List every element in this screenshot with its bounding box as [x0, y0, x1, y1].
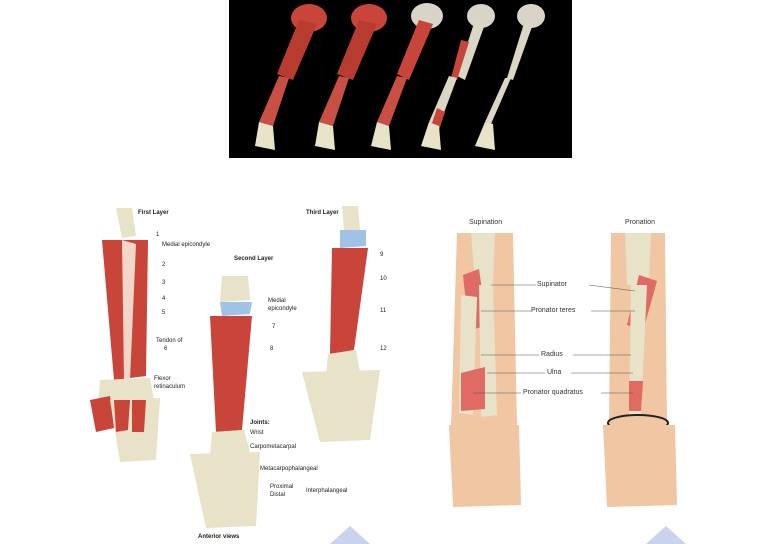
label-pronator-quadratus: Pronator quadratus [523, 389, 583, 396]
third-label-9: 9 [380, 252, 383, 259]
forearm-layers-graphic [70, 200, 403, 544]
first-label-5: 5 [162, 310, 165, 317]
third-label-12: 12 [380, 346, 387, 353]
watermark-triangle-left [330, 526, 390, 544]
third-label-10: 10 [380, 276, 387, 283]
supination-title: Supination [469, 219, 502, 226]
first-label-6: 6 [164, 346, 167, 353]
watermark-triangle-right [646, 526, 706, 544]
pronation-arm [603, 233, 677, 507]
second-label-wrist: Wrist [250, 430, 264, 437]
second-label-proximal: Proximal [270, 484, 293, 491]
anterior-views-caption: Anterior views [198, 534, 239, 541]
arm-muscles-graphic [229, 0, 572, 158]
supination-arm [449, 233, 521, 507]
third-layer-title: Third Layer [306, 210, 339, 217]
label-pronator-teres: Pronator teres [531, 307, 575, 314]
arm-1 [255, 4, 327, 150]
first-label-4: 4 [162, 296, 165, 303]
first-label-flexor: Flexor [154, 376, 171, 383]
first-layer-title: First Layer [138, 210, 169, 217]
second-label-medial: Medial [268, 298, 286, 305]
pronation-title: Pronation [625, 219, 655, 226]
label-ulna: Ulna [547, 369, 561, 376]
arm-muscles-illustration [229, 0, 572, 158]
second-layer-arm [190, 276, 260, 528]
second-label-carpometacarpal: Carpometacarpal [250, 444, 296, 451]
first-label-medial-epicondyle: Medial epicondyle [162, 242, 210, 249]
first-layer-arm [90, 208, 160, 462]
second-label-7: 7 [272, 324, 275, 331]
second-label-interphalangeal: Interphalangeal [306, 488, 347, 495]
label-radius: Radius [541, 351, 563, 358]
first-label-retinaculum: retinaculum [154, 384, 185, 391]
first-label-2: 2 [162, 262, 165, 269]
supination-pronation-figure: Supination Pronation Supinator Pronator … [421, 205, 705, 527]
second-label-8: 8 [270, 346, 273, 353]
first-label-tendon-of: Tendon of [156, 338, 182, 345]
third-label-11: 11 [380, 308, 386, 315]
second-label-joints: Joints: [250, 420, 270, 427]
second-label-epicondyle: epicondyle [268, 306, 297, 313]
second-layer-title: Second Layer [234, 256, 273, 263]
first-label-1: 1 [156, 232, 159, 239]
first-label-3: 3 [162, 280, 165, 287]
second-label-metacarpophalangeal: Metacarpophalangeal [260, 466, 318, 473]
third-layer-arm [302, 206, 380, 442]
supination-pronation-graphic [421, 205, 705, 527]
forearm-layers-figure: First Layer 1 Medial epicondyle 2 3 4 5 … [70, 200, 403, 544]
second-label-distal: Distal [270, 492, 285, 499]
label-supinator: Supinator [537, 281, 567, 288]
